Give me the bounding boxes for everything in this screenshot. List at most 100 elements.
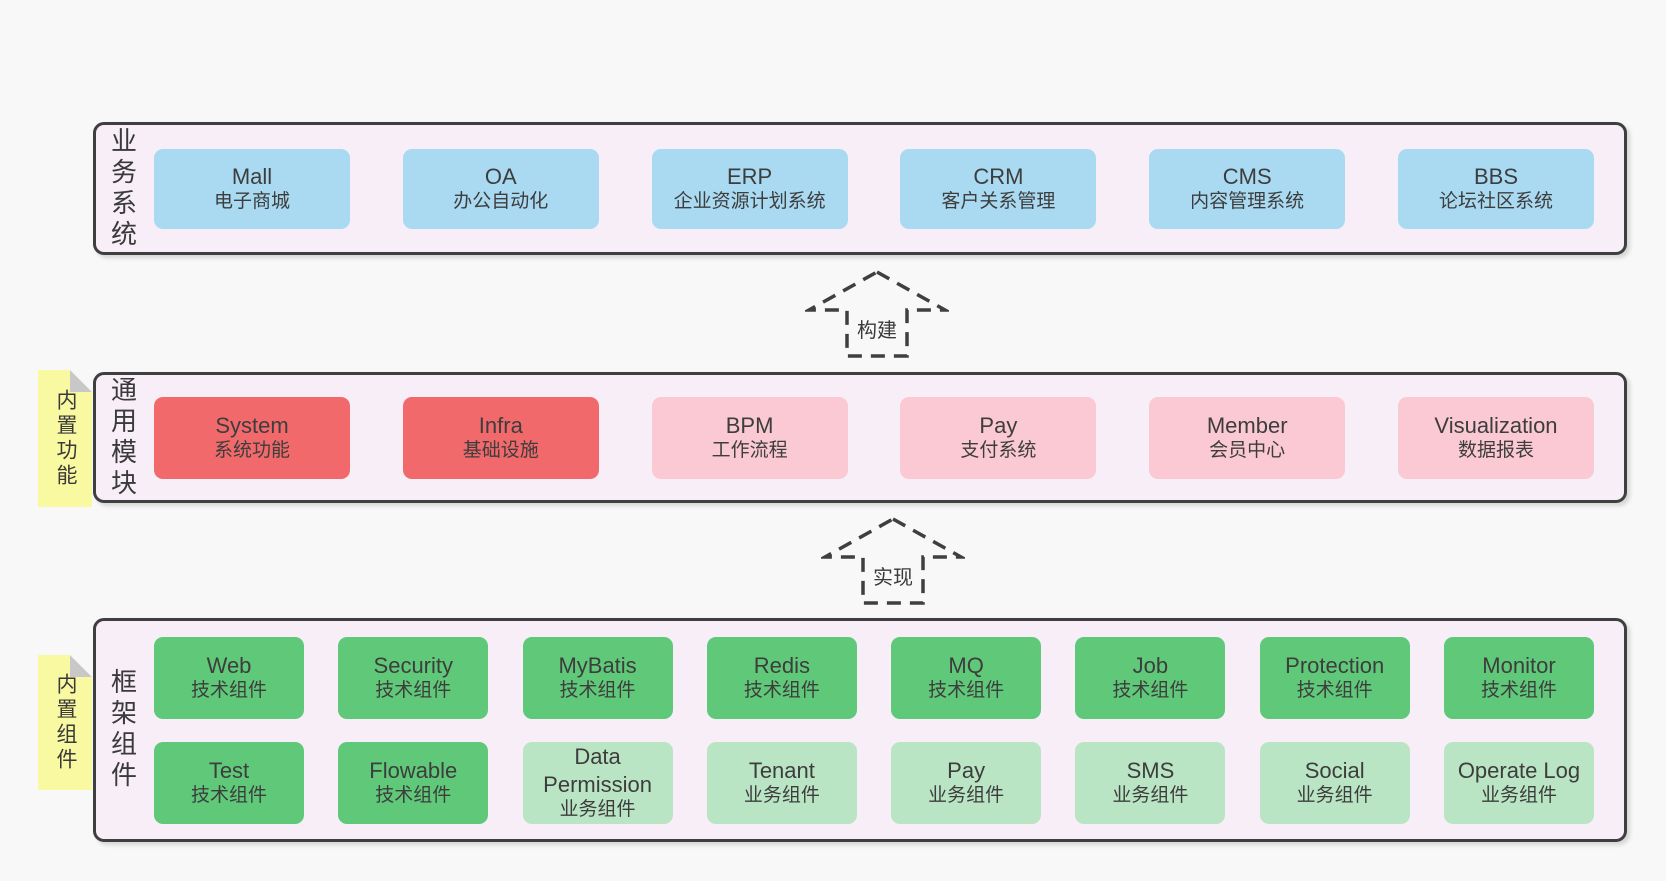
panel-side-label-business: 业务系统: [107, 126, 138, 251]
module-subtitle: 业务组件: [1296, 785, 1373, 807]
module-subtitle: 业务组件: [928, 785, 1005, 807]
module-title: MyBatis: [558, 652, 637, 678]
module-subtitle: 技术组件: [559, 680, 636, 702]
module-box: Mall 电子商城: [154, 148, 350, 229]
sticky-label-built-in-components: 内置组件: [54, 672, 77, 773]
module-title: Job: [1132, 652, 1169, 678]
module-box: Test 技术组件: [154, 741, 304, 824]
module-subtitle: 业务组件: [1480, 785, 1557, 807]
module-title: Data Permission: [543, 744, 652, 797]
module-box: Member 会员中心: [1149, 396, 1346, 479]
module-subtitle: 技术组件: [375, 680, 452, 702]
module-title: Mall: [231, 163, 273, 189]
module-subtitle: 业务组件: [743, 785, 820, 807]
common-modules-row: System 系统功能 Infra 基础设施 BPM 工作流程 Pay 支付系统…: [150, 375, 1624, 500]
module-subtitle: 基础设施: [462, 440, 539, 462]
module-title: BBS: [1473, 163, 1518, 189]
module-box: Data Permission 业务组件: [522, 741, 673, 824]
module-box: Protection 技术组件: [1259, 636, 1410, 719]
module-box: Infra 基础设施: [402, 396, 599, 479]
module-box: BBS 论坛社区系统: [1397, 148, 1594, 229]
dashed-up-arrow-icon: [821, 516, 965, 605]
module-row: Mall 电子商城 OA 办公自动化 ERP 企业资源计划系统 CRM 客户关系…: [154, 148, 1594, 229]
module-subtitle: 业务组件: [1112, 785, 1189, 807]
module-title: CMS: [1222, 163, 1272, 189]
module-box: BPM 工作流程: [651, 396, 848, 479]
implement-arrow-label: 实现: [870, 561, 916, 590]
module-subtitle: 技术组件: [928, 680, 1005, 702]
module-row: Web 技术组件 Security 技术组件 MyBatis 技术组件 Redi…: [154, 636, 1594, 719]
module-box: Tenant 业务组件: [706, 741, 857, 824]
module-title: CRM: [973, 163, 1024, 189]
panel-side-label-common: 通用模块: [107, 375, 138, 500]
module-box: OA 办公自动化: [402, 148, 599, 229]
module-subtitle: 技术组件: [375, 785, 452, 807]
module-box: Redis 技术组件: [706, 636, 857, 719]
module-title: OA: [484, 163, 517, 189]
module-box: Pay 业务组件: [891, 741, 1042, 824]
module-box: SMS 业务组件: [1075, 741, 1226, 824]
module-title: Infra: [478, 412, 523, 438]
sticky-note-built-in-features: 内置功能: [38, 370, 92, 507]
module-title: Member: [1206, 412, 1288, 438]
module-box: System 系统功能: [154, 396, 350, 479]
dashed-up-arrow-icon: [805, 269, 949, 358]
module-subtitle: 技术组件: [1296, 680, 1373, 702]
module-title: Protection: [1285, 652, 1385, 678]
module-box: Monitor 技术组件: [1443, 636, 1594, 719]
folded-corner-icon: [70, 655, 92, 677]
module-title: Flowable: [369, 757, 458, 783]
module-title: Social: [1304, 757, 1365, 783]
module-title: BPM: [725, 412, 774, 438]
module-box: MyBatis 技术组件: [522, 636, 673, 719]
build-arrow: 构建: [805, 268, 949, 360]
module-row: System 系统功能 Infra 基础设施 BPM 工作流程 Pay 支付系统…: [154, 396, 1594, 479]
module-title: Operate Log: [1457, 757, 1581, 783]
module-title: Test: [208, 757, 250, 783]
module-title: System: [215, 412, 289, 438]
module-subtitle: 支付系统: [960, 440, 1037, 462]
module-box: Flowable 技术组件: [338, 741, 489, 824]
folded-corner-icon: [70, 370, 92, 392]
module-subtitle: 技术组件: [190, 680, 267, 702]
module-title: Security: [373, 652, 454, 678]
build-arrow-label: 构建: [854, 314, 900, 343]
module-box: ERP 企业资源计划系统: [651, 148, 848, 229]
module-title: ERP: [726, 163, 773, 189]
module-box: Job 技术组件: [1075, 636, 1226, 719]
module-title: Monitor: [1482, 652, 1556, 678]
panel-side-label-framework: 框架组件: [107, 668, 138, 792]
module-box: Social 业务组件: [1259, 741, 1410, 824]
module-box: Pay 支付系统: [900, 396, 1097, 479]
module-subtitle: 办公自动化: [453, 191, 549, 213]
panel-common-modules: 通用模块 System 系统功能 Infra 基础设施 BPM 工作流程 Pay…: [93, 372, 1627, 503]
panel-business-systems: 业务系统 Mall 电子商城 OA 办公自动化 ERP 企业资源计划系统 CRM…: [93, 122, 1627, 255]
module-box: CMS 内容管理系统: [1149, 148, 1346, 229]
sticky-note-built-in-components: 内置组件: [38, 655, 92, 790]
module-subtitle: 数据报表: [1457, 440, 1534, 462]
module-title: Tenant: [748, 757, 815, 783]
module-subtitle: 技术组件: [743, 680, 820, 702]
module-subtitle: 客户关系管理: [941, 191, 1056, 213]
module-title: Visualization: [1434, 412, 1558, 438]
module-subtitle: 会员中心: [1209, 440, 1286, 462]
sticky-label-built-in-features: 内置功能: [54, 388, 77, 489]
implement-arrow: 实现: [821, 515, 965, 607]
module-title: Redis: [753, 652, 810, 678]
module-title: SMS: [1126, 757, 1175, 783]
module-subtitle: 系统功能: [213, 440, 290, 462]
module-subtitle: 工作流程: [711, 440, 788, 462]
framework-components-rows: Web 技术组件 Security 技术组件 MyBatis 技术组件 Redi…: [150, 621, 1624, 839]
module-row: Test 技术组件 Flowable 技术组件 Data Permission …: [154, 741, 1594, 824]
module-subtitle: 电子商城: [213, 191, 290, 213]
module-box: Operate Log 业务组件: [1443, 741, 1594, 824]
module-box: CRM 客户关系管理: [900, 148, 1097, 229]
module-subtitle: 技术组件: [1480, 680, 1557, 702]
module-title: Pay: [979, 412, 1018, 438]
module-box: Security 技术组件: [338, 636, 489, 719]
business-systems-row: Mall 电子商城 OA 办公自动化 ERP 企业资源计划系统 CRM 客户关系…: [150, 125, 1624, 252]
module-subtitle: 技术组件: [190, 785, 267, 807]
module-box: Web 技术组件: [154, 636, 304, 719]
module-box: Visualization 数据报表: [1397, 396, 1594, 479]
module-title: Web: [206, 652, 252, 678]
